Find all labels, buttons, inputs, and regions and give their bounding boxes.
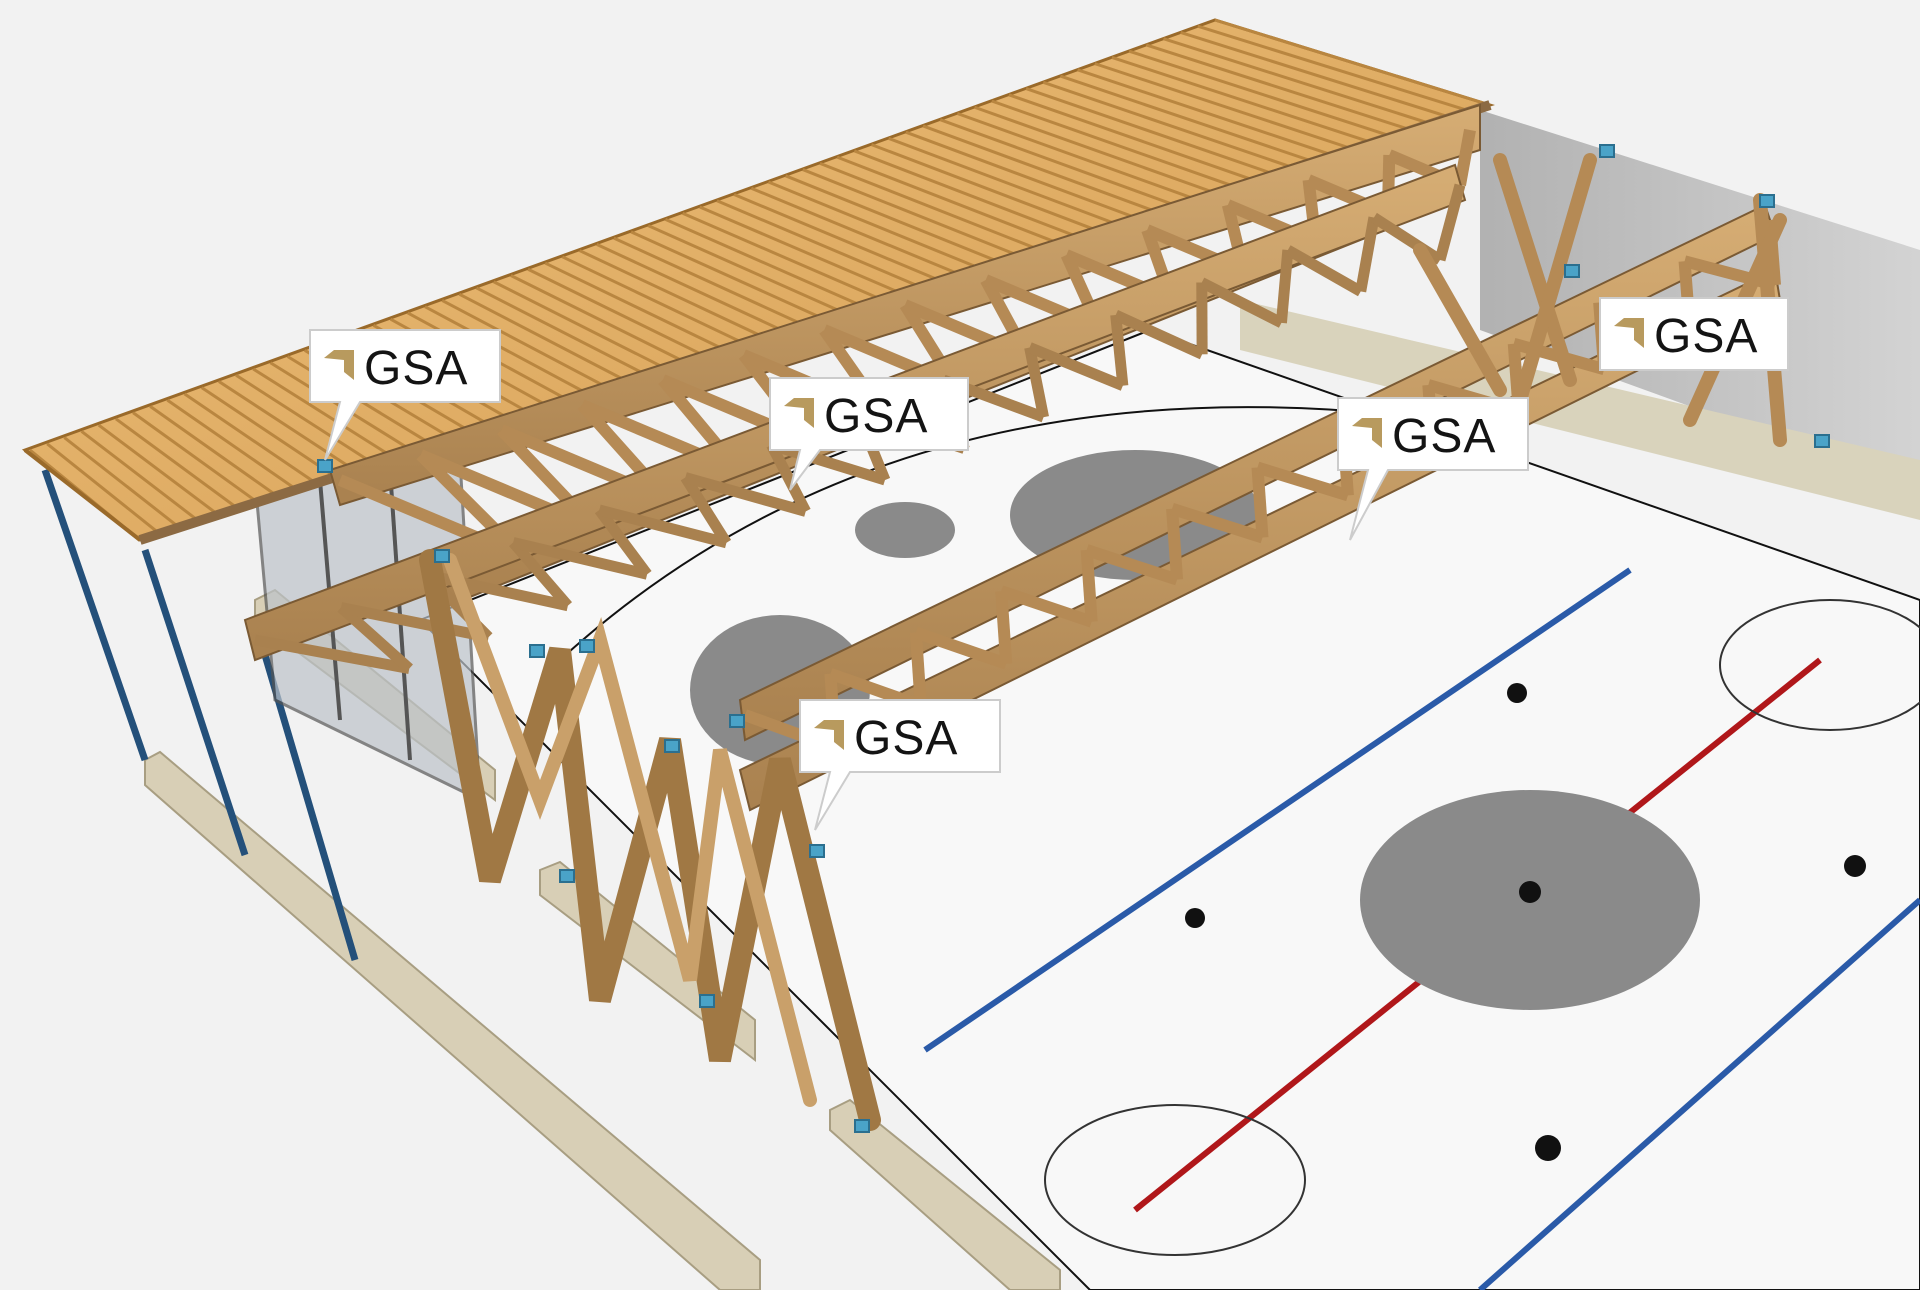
ice-rink-surface bbox=[418, 328, 1920, 1290]
back-bracing bbox=[1413, 153, 1787, 447]
gsa-logo-icon bbox=[814, 720, 844, 750]
blue-line-far bbox=[1478, 897, 1920, 1290]
timber-zigzag-wall bbox=[419, 549, 881, 1131]
callout-label: GSA bbox=[364, 342, 468, 395]
faceoff-circle-left bbox=[1044, 1104, 1306, 1256]
callout-label: GSA bbox=[1654, 310, 1758, 363]
callout-label: GSA bbox=[1392, 410, 1496, 463]
gsa-logo-icon bbox=[784, 398, 814, 428]
gsa-callout: GSA bbox=[799, 699, 1001, 831]
steel-connectors bbox=[317, 144, 1830, 1133]
gsa-callout: GSA bbox=[1337, 397, 1529, 541]
gsa-callout: GSA bbox=[309, 329, 501, 461]
blue-line-near bbox=[923, 567, 1632, 1053]
gsa-logo-icon bbox=[1614, 318, 1644, 348]
gsa-logo-icon bbox=[324, 350, 354, 380]
faceoff-circle-right bbox=[1719, 599, 1920, 731]
callout-label: GSA bbox=[854, 712, 958, 765]
steel-columns bbox=[41, 468, 359, 961]
gsa-callout: GSA bbox=[1599, 297, 1789, 371]
gsa-callout: GSA bbox=[769, 377, 969, 491]
callout-label: GSA bbox=[824, 390, 928, 443]
gsa-logo-icon bbox=[1352, 418, 1382, 448]
